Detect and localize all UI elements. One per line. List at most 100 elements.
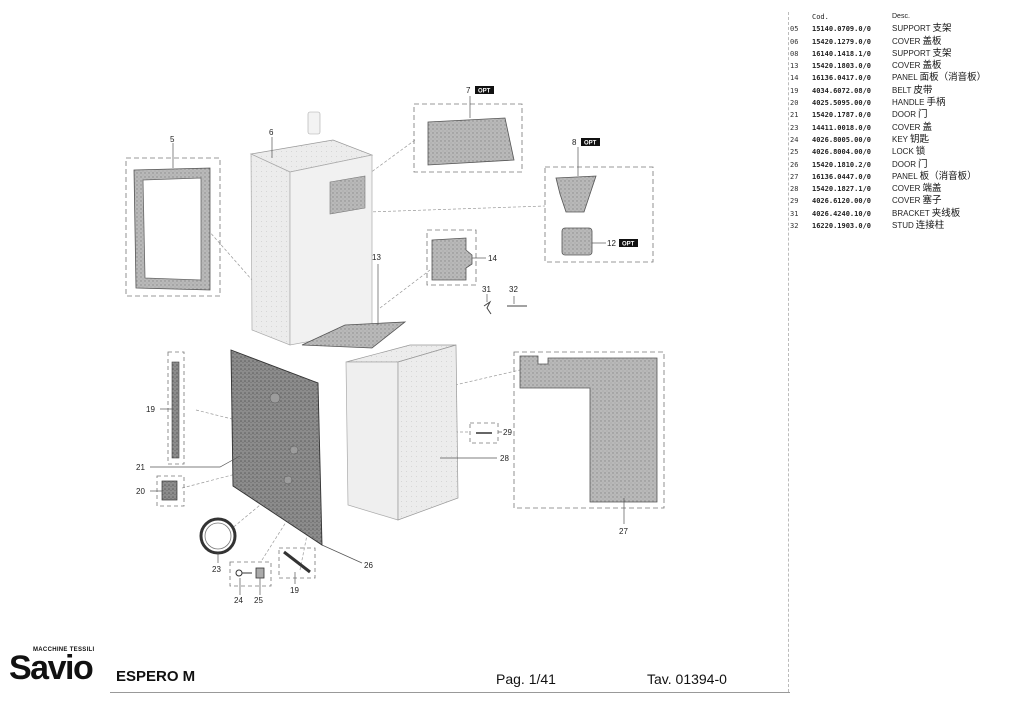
part-desc: KEY — [892, 134, 909, 144]
callouts: 5 6 7 8 12 13 14 31 32 19 21 20 29 28 27… — [136, 86, 628, 605]
part-27-panel — [513, 351, 665, 524]
callout-7: 7 — [466, 86, 471, 95]
part-pos: 27 — [790, 172, 799, 181]
part-pos: 28 — [790, 185, 799, 194]
part-19-belt-left — [160, 351, 185, 465]
part-pos: 19 — [790, 86, 799, 95]
callout-20: 20 — [136, 487, 145, 496]
part-desc: PANEL — [892, 73, 918, 83]
part-pos: 29 — [790, 197, 799, 206]
part-code: 16136.0417.0/0 — [812, 74, 872, 83]
part-pos: 08 — [790, 49, 799, 58]
parts-list-divider — [788, 12, 789, 692]
part-code: 4026.6120.00/0 — [812, 197, 872, 206]
part-desc: SUPPORT — [892, 48, 931, 58]
part-code: 15140.0709.0/0 — [812, 25, 872, 34]
part-pos: 31 — [790, 209, 799, 218]
callout-19-left: 19 — [146, 405, 155, 414]
part-pos: 21 — [790, 111, 799, 120]
part-desc-cn: 皮带 — [913, 84, 933, 96]
part-desc: HANDLE — [892, 98, 925, 108]
opt-badge-7: OPT — [475, 86, 494, 95]
part-desc: PANEL — [892, 171, 918, 181]
part-desc-cn: 锁 — [915, 146, 926, 158]
part-code: 15420.1810.2/0 — [812, 160, 872, 169]
callout-29: 29 — [503, 428, 512, 437]
part-desc-cn: 夹线板 — [931, 207, 961, 219]
part-pos: 14 — [790, 74, 799, 83]
part-desc: COVER — [892, 196, 921, 206]
callout-14: 14 — [488, 254, 497, 263]
parts-list-header: Cod. Desc. — [790, 11, 1020, 23]
part-desc-cn: 盖 — [922, 121, 932, 133]
part-desc: DOOR — [892, 110, 916, 120]
callout-32: 32 — [509, 285, 518, 294]
callout-25: 25 — [254, 596, 263, 605]
svg-text:OPT: OPT — [622, 242, 635, 248]
svg-text:OPT: OPT — [584, 141, 597, 147]
part-05-support — [125, 143, 221, 297]
part-31-32-bracket-stud — [483, 294, 527, 315]
callout-6: 6 — [269, 128, 274, 137]
part-desc-cn: 盖板 — [922, 35, 942, 47]
part-21-26-door — [150, 349, 363, 564]
callout-8: 8 — [572, 138, 577, 147]
part-desc-cn: 塞子 — [922, 195, 942, 207]
svg-text:OPT: OPT — [478, 89, 491, 95]
part-code: 15420.1787.0/0 — [812, 111, 872, 120]
part-pos: 23 — [790, 123, 799, 132]
opt-badge-12: OPT — [619, 239, 638, 248]
part-pos: 26 — [790, 160, 799, 169]
part-desc: STUD — [892, 221, 914, 231]
part-19-belt-bottom — [278, 547, 316, 584]
part-13-cover — [301, 264, 407, 349]
part-code: 15420.1827.1/0 — [812, 185, 872, 194]
part-desc-cn: 板（消音板） — [919, 170, 977, 182]
brand-tagline: MACCHINE TESSILI — [33, 647, 95, 653]
callout-19-bottom: 19 — [290, 586, 299, 595]
model-name: ESPERO M — [116, 668, 196, 685]
part-24-25-key-lock — [229, 561, 272, 595]
part-pos: 13 — [790, 62, 799, 71]
callout-5: 5 — [170, 135, 175, 144]
part-desc-cn: 手柄 — [926, 97, 946, 109]
callout-27: 27 — [619, 527, 628, 536]
part-pos: 25 — [790, 148, 799, 157]
part-desc-cn: 钥匙 — [910, 133, 930, 145]
part-code: 4026.4240.10/0 — [812, 209, 872, 218]
part-desc: COVER — [892, 122, 921, 132]
part-desc: DOOR — [892, 159, 916, 169]
part-pos: 24 — [790, 135, 799, 144]
page-number: Pag. 1/41 — [496, 671, 556, 687]
part-code: 16140.1418.1/0 — [812, 49, 872, 58]
part-14-panel — [426, 229, 486, 286]
part-desc: BRACKET — [892, 208, 930, 218]
header-code: Cod. — [812, 13, 829, 21]
footer-rule — [110, 692, 790, 693]
header-pos — [790, 11, 812, 23]
callout-23: 23 — [212, 565, 221, 574]
part-07-opt-panel — [413, 96, 523, 173]
part-code: 4026.8004.00/0 — [812, 148, 872, 157]
table-number: Tav. 01394-0 — [647, 671, 727, 687]
part-desc: BELT — [892, 85, 912, 95]
part-code: 16136.0447.0/0 — [812, 172, 872, 181]
part-29-cover — [469, 422, 502, 444]
part-desc-cn: 盖板 — [922, 60, 942, 72]
